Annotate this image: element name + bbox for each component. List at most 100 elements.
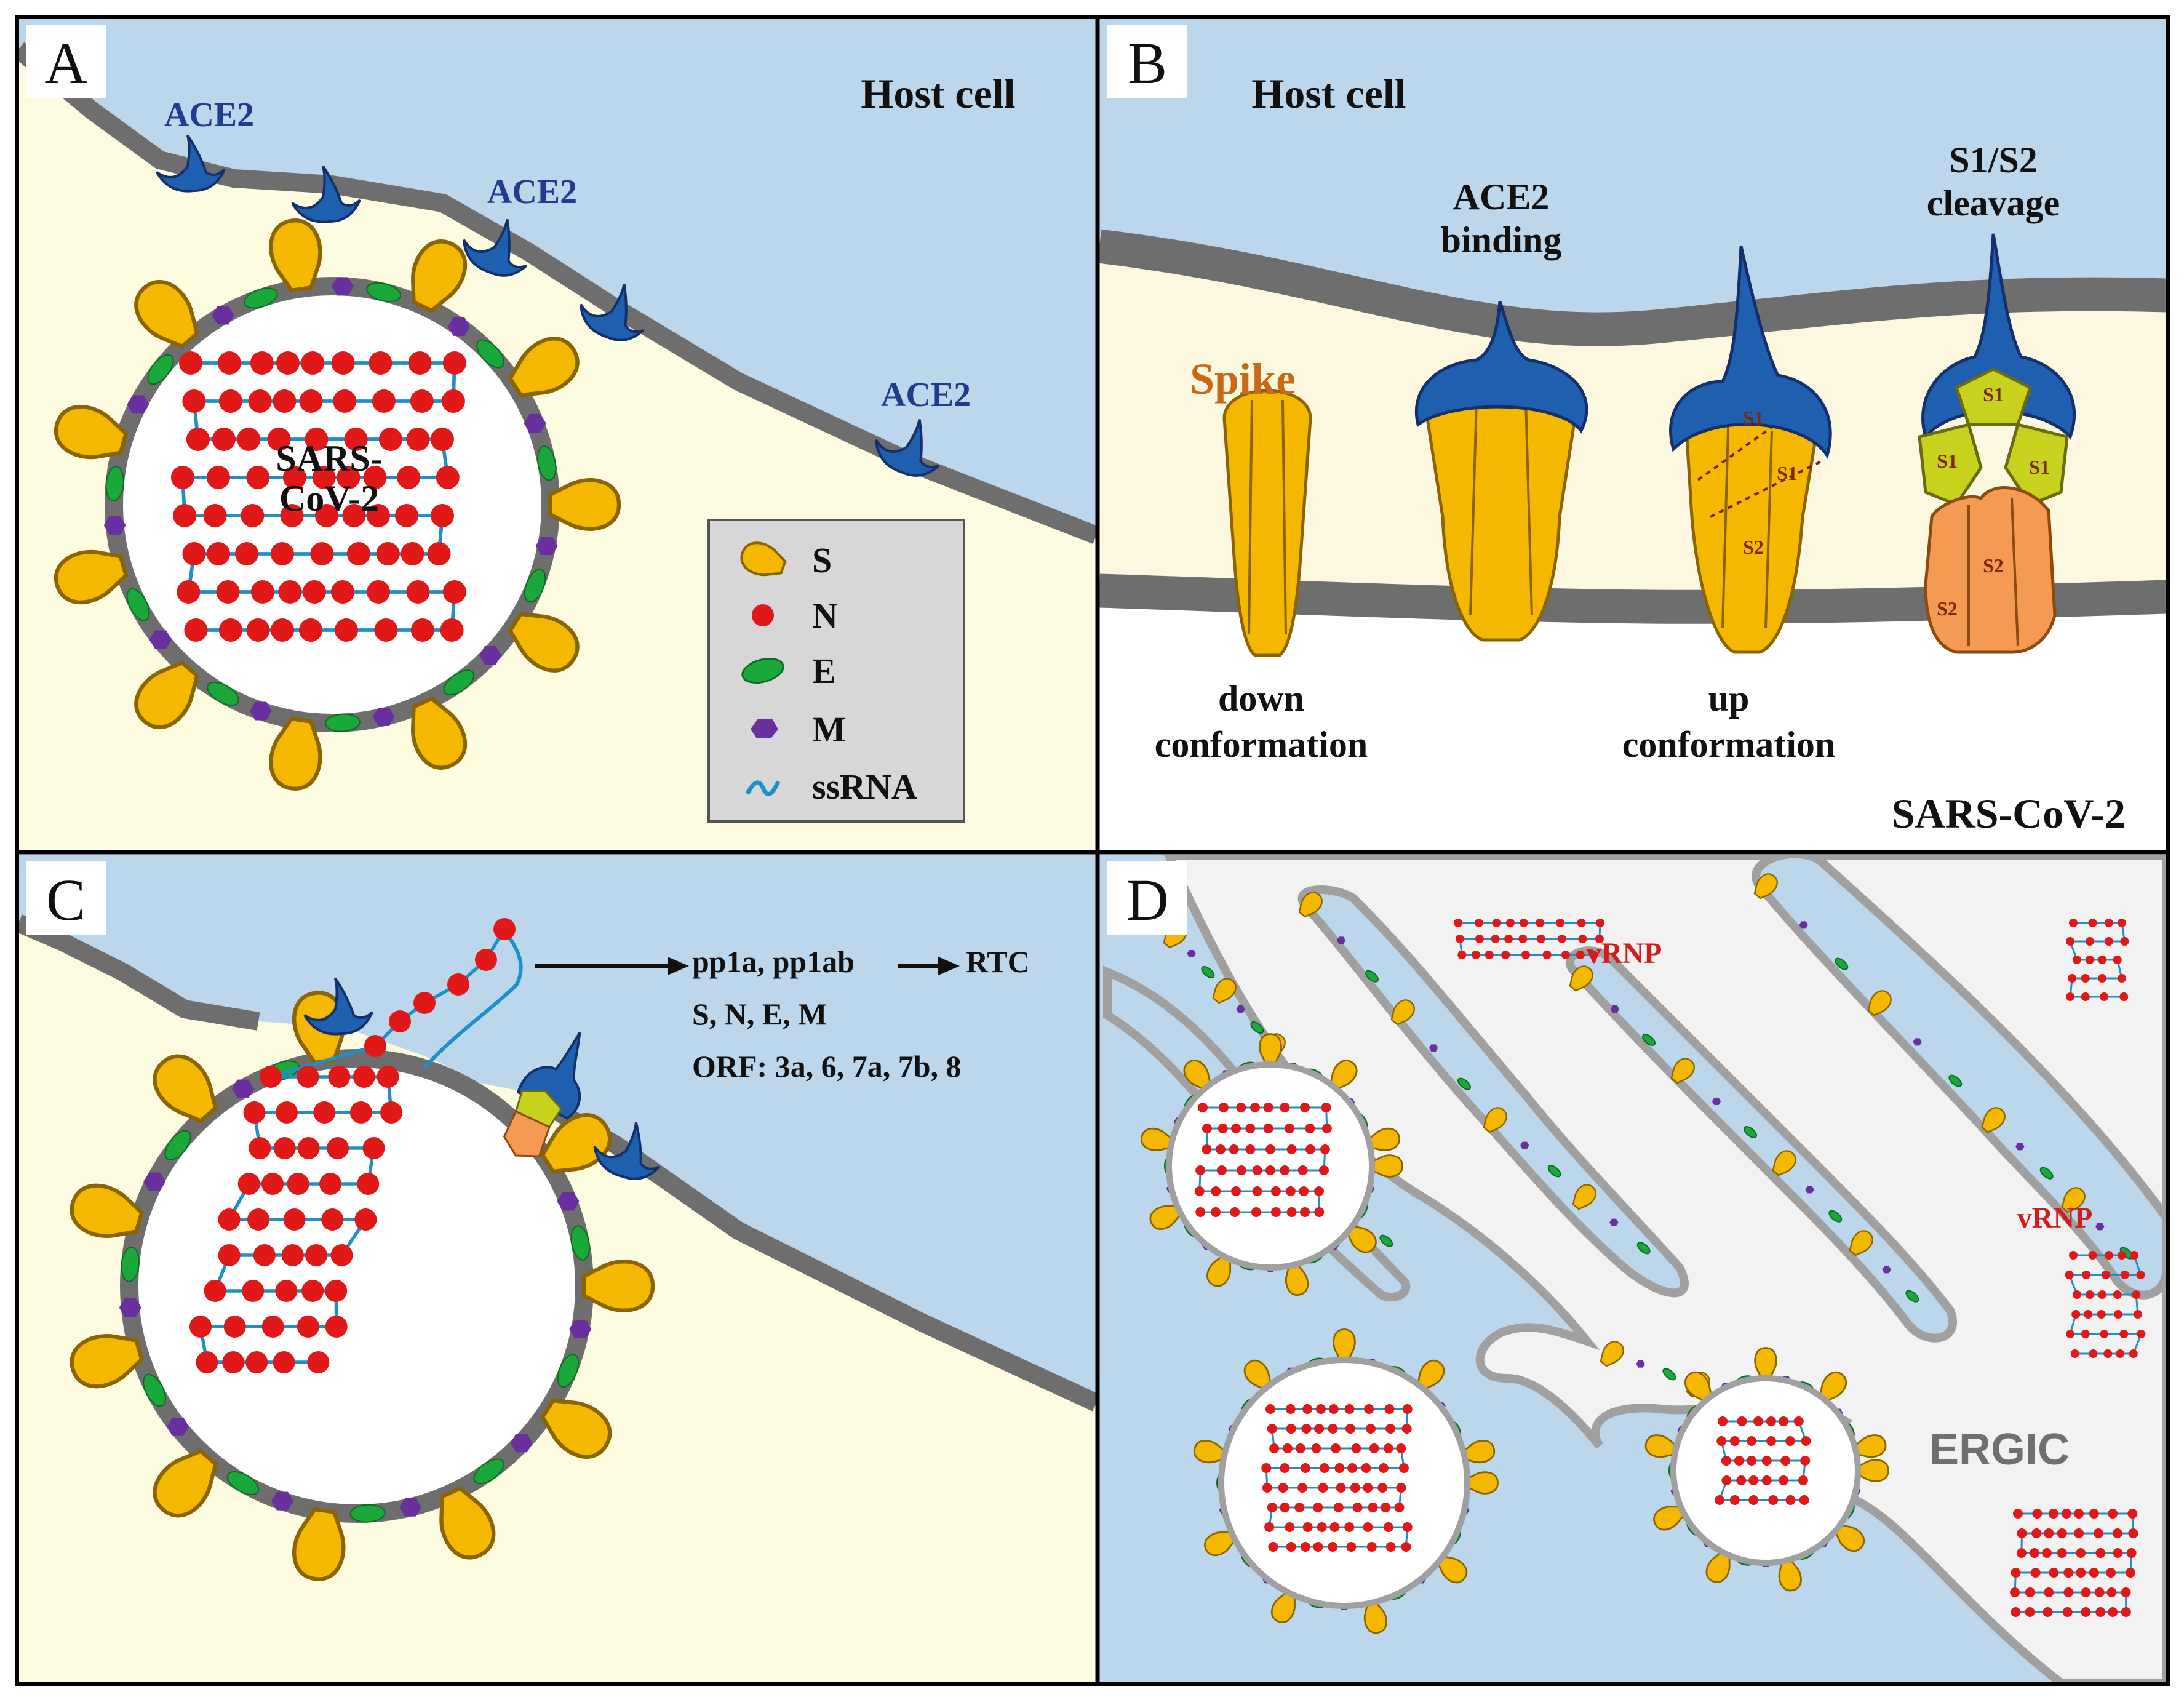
nucleocapsid-dot-icon — [1785, 1495, 1796, 1505]
nucleocapsid-dot-icon — [2133, 1310, 2142, 1319]
spike-icon — [439, 1486, 496, 1560]
host-cell-label: Host cell — [1251, 70, 1406, 117]
nucleocapsid-dot-icon — [1218, 1103, 1229, 1112]
nucleocapsid-dot-icon — [2063, 1568, 2074, 1578]
rtc-label: RTC — [966, 944, 1030, 979]
nucleocapsid-dot-icon — [2013, 1509, 2023, 1519]
nucleocapsid-dot-icon — [2117, 1251, 2126, 1260]
vrnp — [1454, 919, 1604, 959]
envelope-ellipse-icon — [244, 287, 278, 309]
membrane-hexagon-icon — [271, 1491, 293, 1511]
spike-icon — [153, 1054, 218, 1124]
nucleocapsid-dot-icon — [2085, 1290, 2094, 1299]
nucleocapsid-dot-icon — [2082, 1271, 2091, 1279]
nucleocapsid-dot-icon — [2121, 1607, 2131, 1617]
nucleocapsid-dot-icon — [1557, 935, 1566, 943]
nucleocapsid-dot-icon — [1302, 1522, 1313, 1532]
nucleocapsid-dot-icon — [1366, 1542, 1377, 1552]
panel-d: vRNP vRNP ERGIC D — [1099, 855, 2167, 1683]
nucleocapsid-dot-icon — [2072, 1290, 2081, 1299]
spike-icon — [1867, 990, 1892, 1016]
nucleocapsid-dot-icon — [248, 389, 272, 413]
spike-icon — [411, 696, 468, 770]
nucleocapsid-dot-icon — [2103, 1349, 2113, 1358]
nucleocapsid-dot-icon — [1737, 1416, 1747, 1426]
nucleocapsid-dot-icon — [2069, 1251, 2078, 1260]
nucleocapsid-dot-icon — [2085, 956, 2094, 964]
subunit-label: S1 — [1743, 407, 1764, 429]
spike-icon — [1371, 1154, 1403, 1178]
ace2-receptor — [593, 1122, 660, 1180]
legend-label: M — [812, 709, 846, 749]
spike-icon — [508, 337, 580, 397]
nucleocapsid-dot-icon — [299, 389, 323, 413]
nucleocapsid-dot-icon — [427, 542, 451, 565]
nucleocapsid-dot-icon — [2025, 1607, 2035, 1617]
nucleocapsid-dot-icon — [1267, 1424, 1277, 1434]
nucleocapsid-dot-icon — [1501, 951, 1510, 959]
vrnp — [1715, 1416, 1811, 1505]
nucleocapsid-dot-icon — [354, 1208, 377, 1231]
membrane-hexagon-icon — [1882, 1266, 1891, 1274]
nucleocapsid-dot-icon — [328, 1066, 351, 1088]
nucleocapsid-dot-icon — [1301, 1424, 1312, 1434]
membrane-hexagon-icon — [331, 277, 354, 296]
nucleocapsid-dot-icon — [1230, 1207, 1240, 1217]
membrane-hexagon-icon — [479, 645, 501, 665]
nucleocapsid-dot-icon — [1347, 1463, 1358, 1473]
membrane-hexagon-icon — [751, 719, 778, 738]
membrane-hexagon-icon — [1913, 1038, 1922, 1046]
nucleocapsid-dot-icon — [1401, 1424, 1412, 1434]
nucleocapsid-dot-icon — [314, 504, 338, 527]
nucleocapsid-dot-icon — [1321, 1103, 1331, 1112]
nucleocapsid-dot-icon — [2081, 974, 2090, 983]
nucleocapsid-dot-icon — [1300, 1542, 1310, 1552]
nucleocapsid-dot-icon — [1396, 1443, 1406, 1453]
membrane-hexagon-icon — [535, 537, 558, 556]
spike-icon — [1569, 965, 1593, 992]
nucleocapsid-dot-icon — [2057, 1528, 2067, 1538]
membrane-hexagon-icon — [119, 1298, 141, 1317]
panel-letter-a: A — [44, 30, 87, 96]
nucleocapsid-dot-icon — [1236, 1165, 1246, 1175]
nucleocapsid-dot-icon — [237, 1173, 260, 1195]
released-nucleocapsid — [189, 918, 516, 1373]
spike-icon — [292, 1507, 346, 1581]
membrane-hexagon-icon — [557, 1192, 580, 1211]
nucleocapsid-dot-icon — [302, 580, 326, 604]
nucleocapsid-dot-icon — [331, 351, 355, 375]
nucleocapsid-dot-icon — [1263, 1124, 1273, 1133]
nucleocapsid-dot-icon — [1747, 1456, 1757, 1466]
spike-icon — [1298, 892, 1323, 918]
virion-surface-proteins — [54, 218, 621, 791]
nucleocapsid-dot-icon — [1314, 1186, 1324, 1196]
nucleocapsid-dot-icon — [237, 428, 261, 451]
nucleocapsid-dot-icon — [1286, 1207, 1297, 1217]
membrane-hexagon-icon — [249, 701, 272, 721]
nucleocapsid-dot-icon — [1401, 1542, 1411, 1552]
nucleocapsid-dot-icon — [1779, 1475, 1789, 1485]
nucleocapsid-dot-icon — [1350, 1483, 1360, 1493]
nucleocapsid-dot-icon — [1715, 1495, 1725, 1505]
spike-icon — [1259, 1033, 1282, 1065]
nucleocapsid-dot-icon — [1245, 1144, 1256, 1154]
nucleocapsid-dot-icon — [401, 542, 424, 565]
nucleocapsid-dot-icon — [1262, 1483, 1272, 1493]
spike-icon — [54, 404, 129, 460]
nucleocapsid-dot-icon — [2057, 1548, 2067, 1558]
nucleocapsid-dot-icon — [1457, 951, 1467, 959]
nucleocapsid-dot-icon — [389, 1010, 411, 1032]
nucleocapsid-dot-icon — [1294, 1503, 1305, 1512]
nucleocapsid-dot-icon — [1300, 1463, 1310, 1473]
nucleocapsid-dot-icon — [1798, 1475, 1808, 1485]
nucleocapsid-dot-icon — [2084, 1310, 2093, 1319]
cleavage-label: cleavage — [1927, 183, 2060, 223]
nucleocapsid-dot-icon — [2044, 1587, 2054, 1597]
membrane-hexagon-icon — [1712, 1098, 1721, 1105]
nucleocapsid-dot-icon — [1265, 1144, 1276, 1154]
nucleocapsid-dot-icon — [253, 1244, 276, 1266]
envelope-ellipse-icon — [1828, 1210, 1843, 1223]
nucleocapsid-dot-icon — [344, 428, 368, 451]
nucleocapsid-dot-icon — [1229, 1144, 1239, 1154]
nucleocapsid-dot-icon — [1748, 1495, 1759, 1505]
